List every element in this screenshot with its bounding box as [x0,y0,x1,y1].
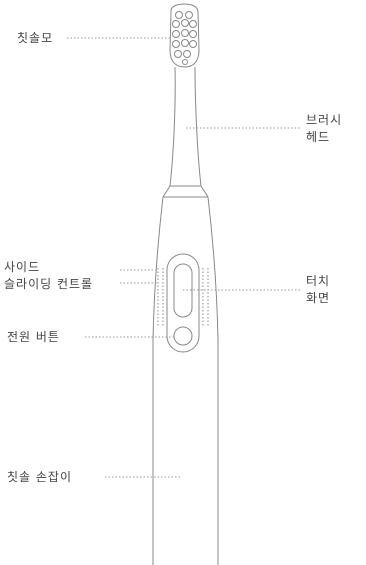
label-touch-screen-line1: 터치 [306,274,331,288]
brush-neck [169,66,202,187]
label-brush-head-line1: 브러시 [306,113,343,127]
side-slide-guides [157,268,209,326]
label-power-button: 전원 버튼 [7,330,60,344]
label-brush-head-line2: 헤드 [306,130,331,144]
power-button-circle [173,326,193,346]
label-handle: 칫솔 손잡이 [7,470,73,484]
bristle-head [169,3,200,68]
label-side-slide-line2: 슬라이딩 컨트롤 [4,277,94,291]
neck-collar [162,185,209,198]
touch-screen [173,263,193,318]
label-bristles: 칫솔모 [17,31,54,45]
label-touch-screen-line2: 화면 [306,291,331,305]
label-side-slide-line1: 사이드 [4,260,41,274]
leader-lines [67,37,300,478]
handle-body [152,196,219,565]
touch-panel [166,253,200,353]
